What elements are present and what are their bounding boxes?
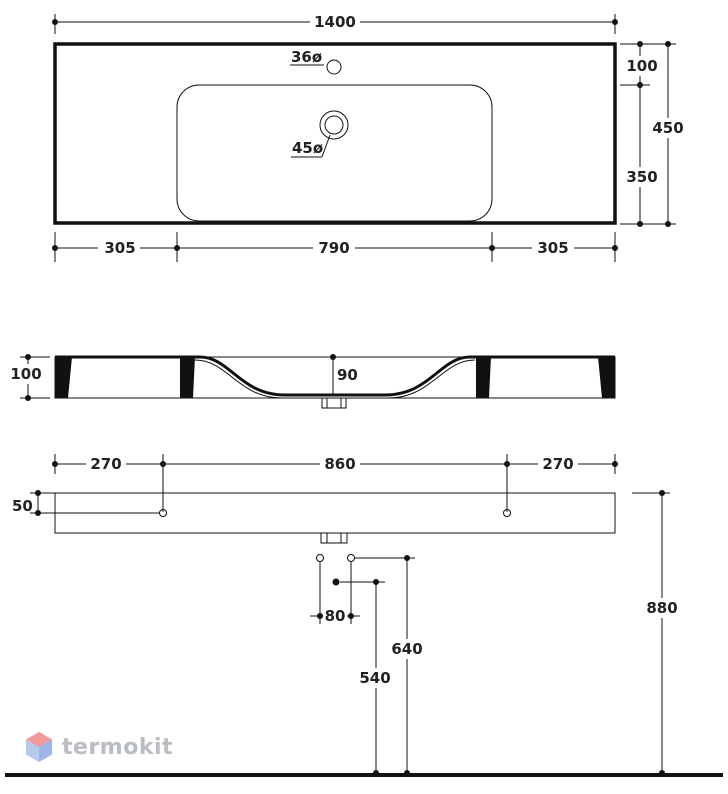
section-outline bbox=[54, 356, 616, 399]
dim-depth-bowl: 350 bbox=[626, 168, 657, 186]
support-block-left-inner bbox=[180, 357, 195, 398]
dim-bowl-depth: 90 bbox=[337, 366, 358, 384]
dim-overall-width: 1400 bbox=[314, 13, 356, 31]
bowl-profile bbox=[55, 355, 615, 397]
water-inlet-left bbox=[316, 554, 324, 562]
dim-hole-small: 36ø bbox=[291, 48, 322, 66]
dim-depth-total: 450 bbox=[652, 119, 683, 137]
dim-left-margin: 305 bbox=[104, 239, 135, 257]
dim-height-540: 540 bbox=[359, 669, 390, 687]
dim-section-height: 100 bbox=[10, 365, 41, 383]
front-view: 270 860 270 50 80 bbox=[5, 454, 723, 777]
dim-right-offset: 270 bbox=[542, 455, 573, 473]
top-view: 1400 36ø 45ø 100 450 350 bbox=[52, 12, 685, 262]
drain-hole-outer bbox=[319, 110, 349, 140]
dim-pipe-spacing: 80 bbox=[325, 607, 346, 625]
watermark-brand: termokit bbox=[62, 734, 174, 760]
drain-stub bbox=[321, 397, 347, 409]
termokit-logo-icon bbox=[26, 732, 52, 762]
dim-bracket-spacing: 860 bbox=[324, 455, 355, 473]
section-view: 100 90 bbox=[10, 354, 616, 409]
dim-height-640: 640 bbox=[391, 640, 422, 658]
tap-hole bbox=[326, 59, 342, 75]
dim-depth-front: 100 bbox=[626, 57, 657, 75]
dim-top-to-bracket: 50 bbox=[12, 497, 33, 515]
support-block-left-outer bbox=[55, 357, 72, 398]
dim-bowl-width: 790 bbox=[318, 239, 349, 257]
watermark: termokit bbox=[24, 730, 173, 764]
support-block-right-outer bbox=[598, 357, 615, 398]
support-block-right-inner bbox=[476, 357, 491, 398]
front-drain-stub bbox=[320, 532, 348, 544]
water-inlet-right bbox=[347, 554, 355, 562]
drain-outlet bbox=[332, 578, 340, 586]
dim-right-margin: 305 bbox=[537, 239, 568, 257]
drain-hole-inner bbox=[324, 115, 344, 135]
bracket-hole-right bbox=[503, 509, 511, 517]
dim-hole-large: 45ø bbox=[292, 139, 323, 157]
dim-height-880: 880 bbox=[646, 599, 677, 617]
dim-left-offset: 270 bbox=[90, 455, 121, 473]
bowl-outline bbox=[176, 84, 493, 222]
